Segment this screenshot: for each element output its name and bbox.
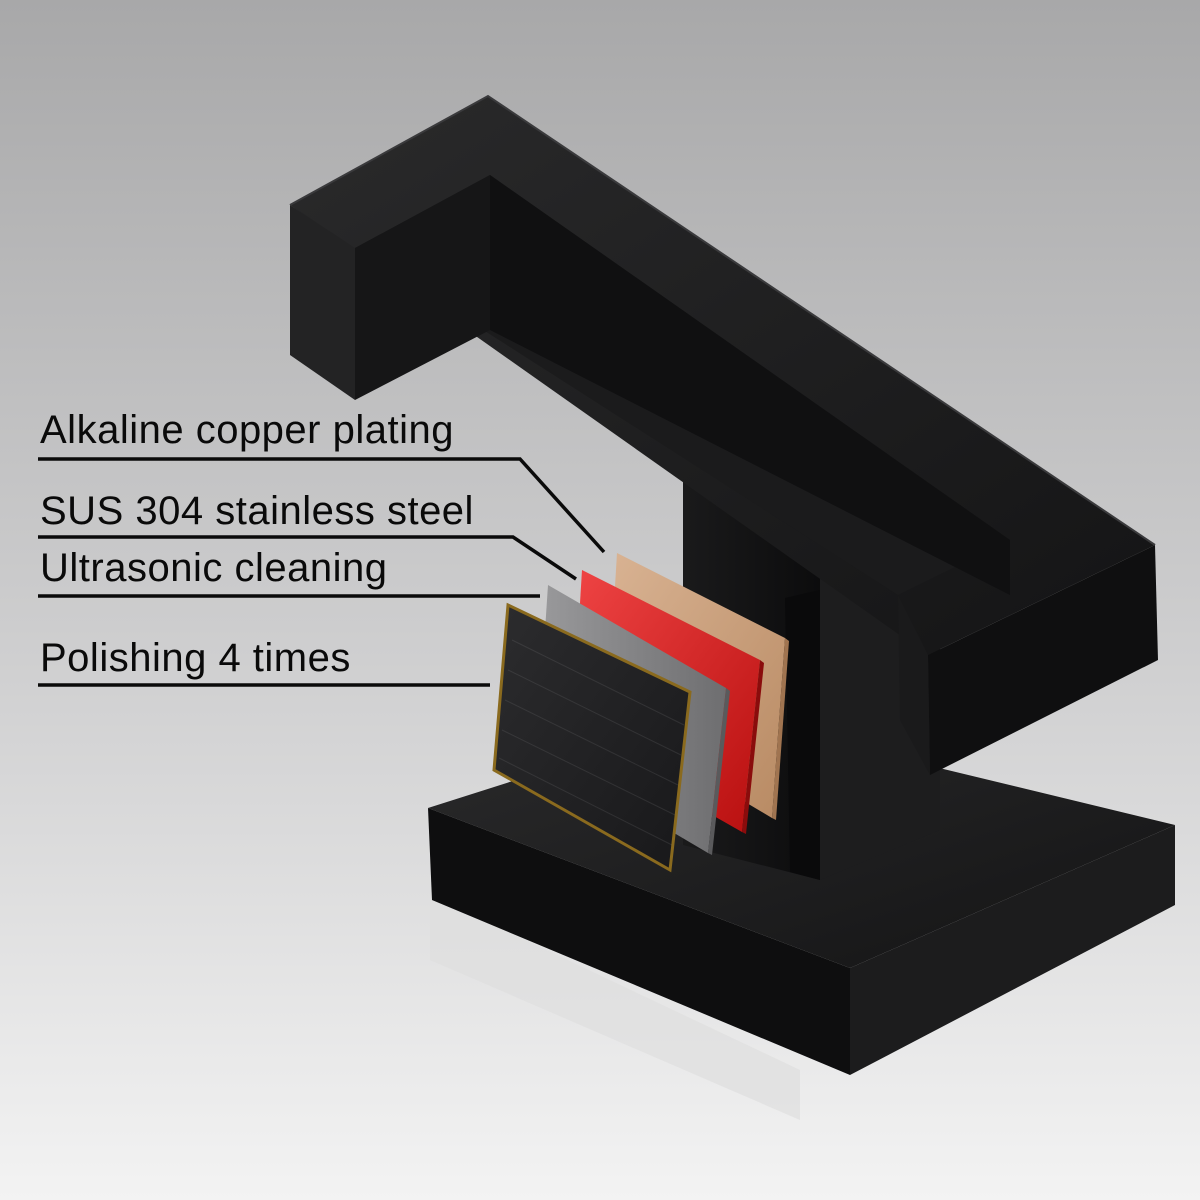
label-polishing-4-times: Polishing 4 times xyxy=(40,636,351,680)
leader-line-steel xyxy=(38,535,577,581)
layer-sheet-black xyxy=(492,602,692,873)
layer-sheets xyxy=(492,553,789,873)
label-ultrasonic-cleaning: Ultrasonic cleaning xyxy=(40,546,388,590)
label-sus-304-stainless-steel: SUS 304 stainless steel xyxy=(40,489,474,533)
label-alkaline-copper-plating: Alkaline copper plating xyxy=(40,408,454,452)
callout-lines xyxy=(38,457,606,687)
handle-bar xyxy=(289,94,1158,775)
leader-line-copper xyxy=(38,457,606,554)
base-reflection xyxy=(430,895,800,1120)
